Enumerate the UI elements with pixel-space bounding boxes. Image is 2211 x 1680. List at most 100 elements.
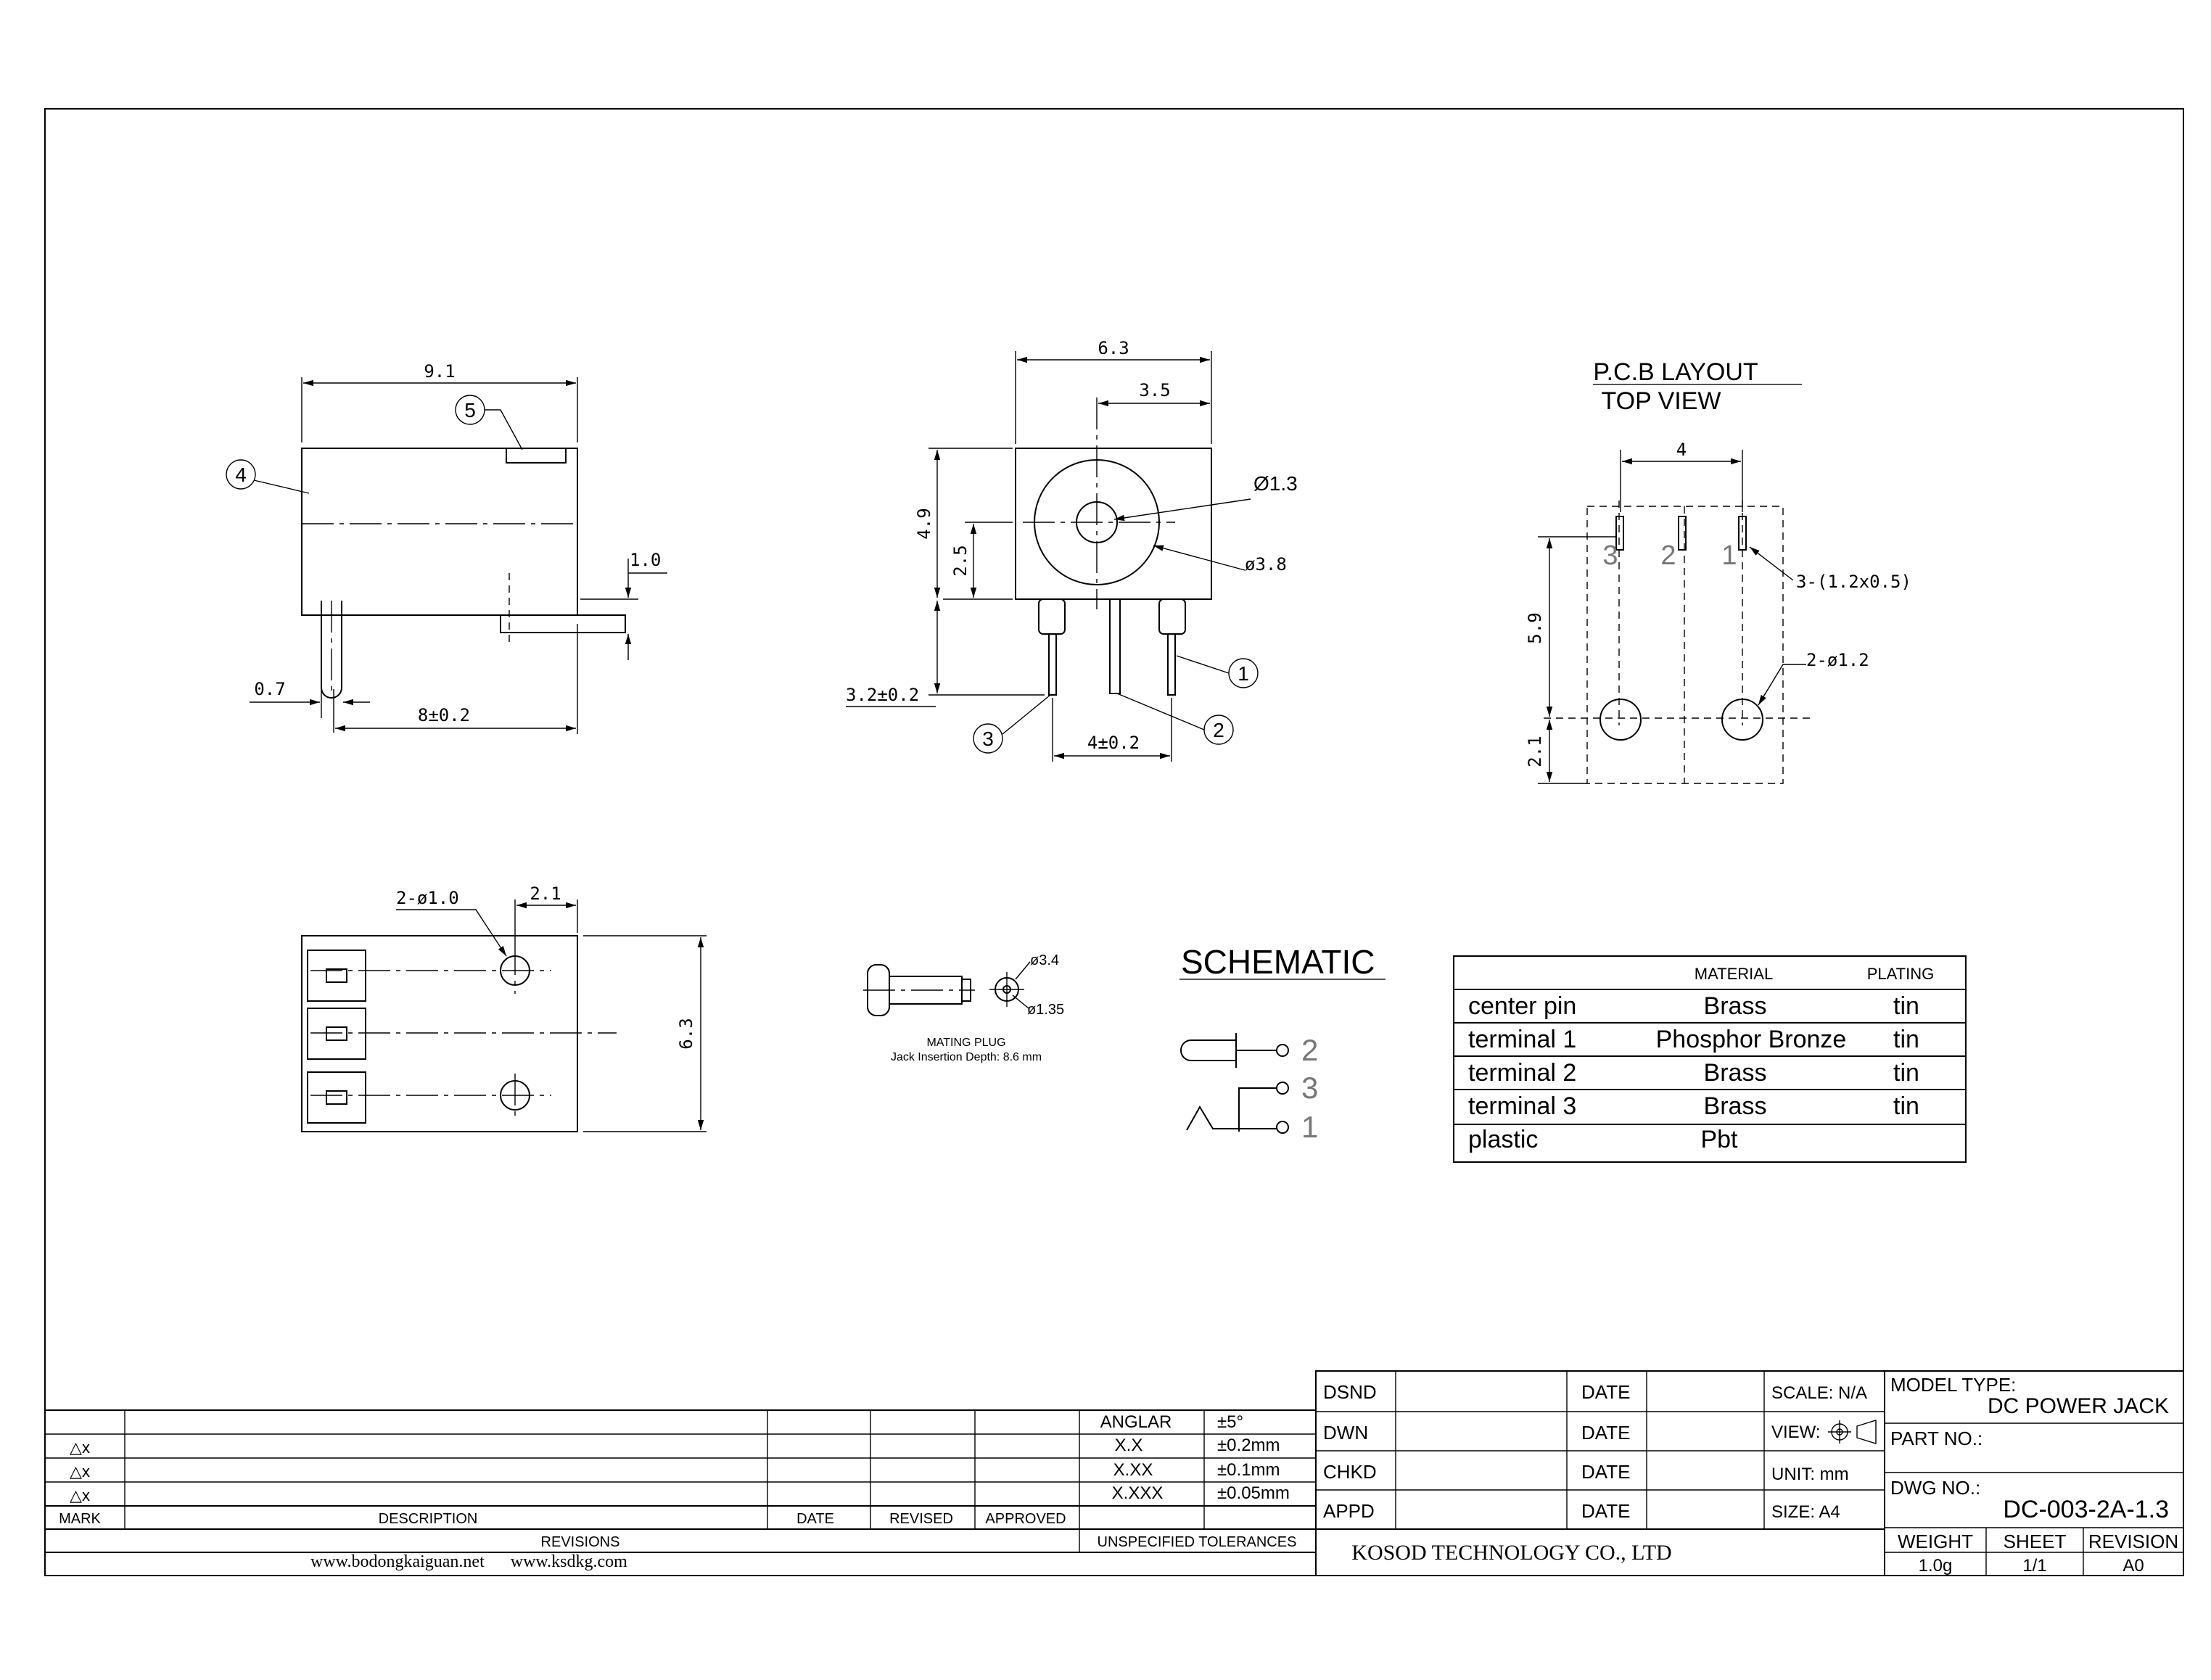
schematic: SCHEMATIC 2 3 1 [1179,943,1386,1144]
pcb-title: P.C.B LAYOUT [1593,358,1758,386]
row-part: center pin [1468,992,1576,1020]
plug-depth: Jack Insertion Depth: 8.6 mm [891,1051,1042,1063]
rev-col-description: DESCRIPTION [379,1511,478,1527]
company-name: KOSOD TECHNOLOGY CO., LTD [1351,1541,1671,1565]
table-row: terminal 2 Brass tin [1468,1059,1919,1087]
signoff-appd: APPD [1323,1500,1375,1522]
callout-4: 4 [235,464,247,486]
bottom-hole-note: 2-ø1.0 [396,888,459,908]
tol-label-angle: ANGLAR [1100,1412,1172,1432]
plug-dim-outer: ø3.4 [1030,952,1059,968]
part-no-label: PART NO.: [1890,1428,1983,1449]
signoff-date-4: DATE [1581,1500,1630,1522]
front-dim-half: 3.5 [1139,380,1170,400]
bottom-dim-offset: 2.1 [530,884,561,904]
model-type-label: MODEL TYPE: [1890,1374,2016,1396]
row-plating: tin [1893,1026,1919,1053]
materials-header-plating: PLATING [1867,965,1935,983]
revisions-block: △x △x △x MARK DESCRIPTION DATE REVISED A… [45,1409,1316,1571]
revisions-title: REVISIONS [541,1534,620,1550]
row-plating: tin [1893,992,1919,1020]
bottom-dim-height: 6.3 [676,1018,696,1049]
sheet-value: 1/1 [2022,1556,2046,1576]
rev-col-date: DATE [796,1511,834,1527]
signoff-date-1: DATE [1581,1381,1630,1403]
side-dim-pin-width: 0.7 [254,679,285,699]
signoff-size: SIZE: A4 [1771,1502,1840,1522]
side-dim-width: 9.1 [424,361,455,382]
front-view: 6.3 3.5 Ø1.3 ø3.8 4.9 2.5 3.2±0.2 4±0.2 … [846,338,1298,762]
side-dim-pin-offset: 1.0 [630,550,661,570]
table-row: terminal 1 Phosphor Bronze tin [1468,1026,1919,1053]
schematic-pin-3: 3 [1301,1071,1318,1105]
row-material: Pbt [1700,1126,1738,1153]
side-dim-pin-pitch: 8±0.2 [418,705,470,725]
delta-mark-2: △x [70,1462,90,1481]
table-row: center pin Brass tin [1468,992,1919,1020]
front-dim-height: 4.9 [914,508,934,539]
front-dim-width: 6.3 [1098,338,1129,358]
pcb-dim-height: 5.9 [1525,612,1545,643]
tolerances-title: UNSPECIFIED TOLERANCES [1098,1534,1297,1550]
sheet-border [44,108,2184,1576]
dwg-no-label: DWG NO.: [1890,1477,1980,1499]
callout-1: 1 [1238,662,1249,685]
signoff-dsnd: DSND [1323,1381,1377,1403]
plug-label: MATING PLUG [926,1037,1005,1049]
dwg-no-value: DC-003-2A-1.3 [2003,1496,2169,1523]
callout-5: 5 [464,399,476,421]
bottom-view: 2-ø1.0 2.1 6.3 [301,884,707,1132]
weight-label: WEIGHT [1898,1531,1973,1552]
signoff-unit: UNIT: mm [1771,1465,1849,1484]
revision-label: REVISION [2088,1531,2178,1552]
table-row: terminal 3 Brass tin [1468,1092,1919,1120]
title-block: MODEL TYPE: DC POWER JACK PART NO.: DWG … [1885,1374,2183,1576]
signoff-date-3: DATE [1581,1461,1630,1483]
signoff-date-2: DATE [1581,1422,1630,1444]
row-plating: tin [1893,1092,1919,1120]
pcb-dim-bottom: 2.1 [1525,736,1545,767]
signoff-dwn: DWN [1323,1422,1368,1444]
projection-icon [1828,1420,1877,1444]
pcb-pin-1: 1 [1721,540,1737,571]
websites: www.bodongkaiguan.net www.ksdkg.com [310,1552,627,1571]
row-part: plastic [1468,1126,1538,1153]
weight-value: 1.0g [1919,1556,1953,1576]
front-dim-hole: Ø1.3 [1253,472,1298,495]
tol-value-x: ±0.2mm [1217,1436,1280,1455]
schematic-pin-2: 2 [1301,1033,1318,1067]
table-row: plastic Pbt [1468,1126,1738,1153]
signoff-scale: SCALE: N/A [1771,1383,1867,1403]
signoff-block: DSND DWN CHKD APPD DATE DATE DATE DATE S… [1315,1370,2184,1576]
side-view: 9.1 1.0 0.7 8±0.2 4 5 [226,361,667,734]
tol-value-xx: ±0.1mm [1217,1460,1280,1480]
row-part: terminal 3 [1468,1092,1576,1120]
tol-value-angle: ±5° [1217,1412,1243,1432]
row-part: terminal 2 [1468,1059,1576,1087]
rev-col-revised: REVISED [889,1511,953,1527]
delta-mark-1: △x [70,1438,90,1457]
front-dim-pin-len: 3.2±0.2 [846,685,919,705]
pcb-hole-note: 2-ø1.2 [1806,650,1869,670]
row-material: Brass [1704,1059,1767,1087]
materials-header-material: MATERIAL [1695,965,1773,983]
pcb-subtitle: TOP VIEW [1601,387,1721,415]
rev-col-mark: MARK [59,1511,101,1527]
pcb-layout-view: P.C.B LAYOUT TOP VIEW 3 2 1 4 5.9 2.1 3-… [1525,358,1911,784]
pcb-dim-width: 4 [1676,440,1687,460]
revision-value: A0 [2123,1556,2144,1576]
mating-plug: ø3.4 ø1.35 MATING PLUG Jack Insertion De… [863,952,1064,1063]
row-material: Brass [1704,1092,1767,1120]
pcb-slot-note: 3-(1.2x0.5) [1796,572,1911,592]
tol-label-xxx: X.XXX [1112,1483,1164,1503]
schematic-title: SCHEMATIC [1181,943,1375,981]
plug-dim-inner: ø1.35 [1027,1002,1064,1018]
materials-table: MATERIAL PLATING center pin Brass tin te… [1453,955,1967,1163]
pcb-pin-2: 2 [1660,540,1676,571]
row-part: terminal 1 [1468,1026,1576,1053]
tol-label-xx: X.XX [1113,1460,1153,1480]
front-dim-outer: ø3.8 [1245,554,1287,575]
tol-label-x: X.X [1115,1436,1143,1455]
row-plating: tin [1893,1059,1919,1087]
